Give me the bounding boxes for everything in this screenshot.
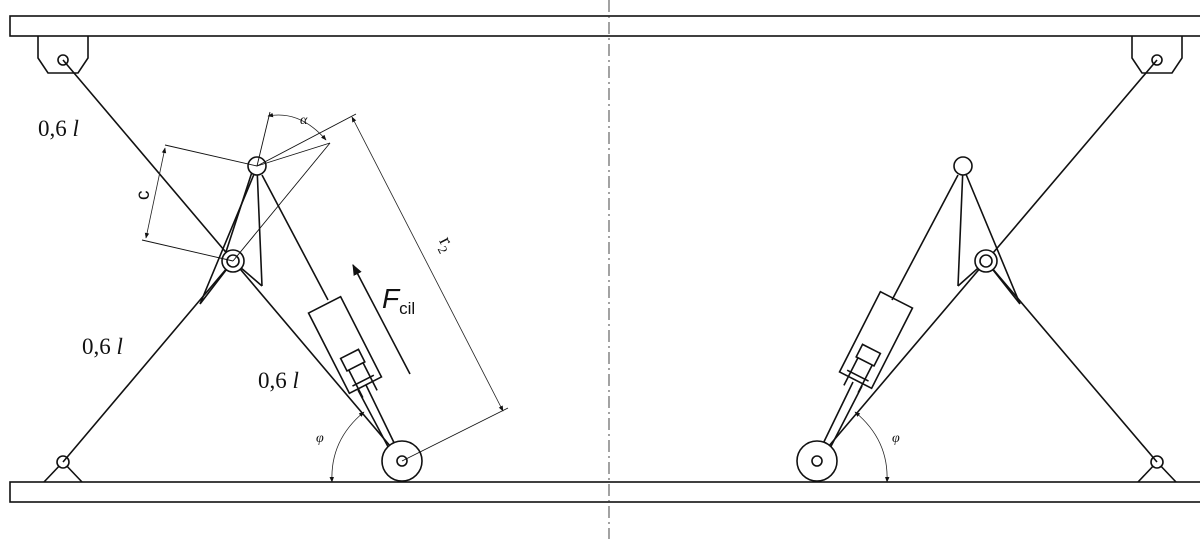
right-cylinder-rod-lower: [818, 381, 854, 453]
center-pivot-inner: [226, 254, 240, 268]
hydraulic-cylinder: [307, 295, 383, 399]
label-len-top: 0,6 l: [38, 116, 79, 141]
label-c: c: [133, 191, 154, 201]
r2-ext-bottom: [401, 407, 509, 462]
label-alpha: α: [300, 113, 308, 128]
construction-line-1: [256, 142, 331, 167]
label-len-mid: 0,6 l: [82, 334, 123, 359]
top-right-pin: [1151, 54, 1163, 66]
label-phi-right: φ: [892, 431, 900, 446]
construction-line-5: [141, 239, 234, 262]
label-len-bottom: 0,6 l: [258, 368, 299, 393]
arm-right-bottom-to-pivot: [985, 260, 1158, 463]
construction-line-3: [256, 111, 271, 167]
phi-arc-left: [329, 411, 365, 483]
right-cylinder-rod-lower-2: [825, 385, 863, 457]
r2-ext-top: [256, 113, 357, 167]
top-right-bracket: [1131, 36, 1183, 74]
arm-bottom-to-pivot: [62, 260, 234, 463]
right-roller-outer: [796, 440, 838, 482]
right-hydraulic-cylinder: [838, 290, 914, 394]
label-phi-left: φ: [316, 431, 324, 446]
cylinder-rod-upper: [261, 174, 329, 301]
left-mechanism: 0,6 l 0,6 l 0,6 l c α r2 Fcil φ: [37, 36, 509, 483]
top-platform: [9, 15, 1200, 37]
top-left-bracket: [37, 36, 89, 74]
left-roller-inner: [396, 455, 408, 467]
top-left-pin: [57, 54, 69, 66]
lever-edge: [223, 171, 253, 259]
right-center-pivot-outer: [974, 249, 998, 273]
c-dimension-line: [144, 147, 167, 239]
label-r2: r2: [432, 233, 460, 256]
right-mechanism: φ: [796, 36, 1183, 483]
right-cylinder-rod-upper: [891, 174, 959, 301]
force-arrow: [352, 264, 411, 375]
alpha-arc: [267, 112, 327, 141]
phi-arc-right: [854, 411, 890, 483]
construction-line-2: [232, 142, 331, 262]
right-roller-inner: [811, 455, 823, 467]
right-lever-top-joint: [953, 156, 973, 176]
construction-line-4: [164, 144, 258, 167]
right-center-pivot-inner: [979, 254, 993, 268]
bottom-platform: [9, 481, 1200, 503]
r2-dimension-line: [351, 116, 504, 412]
label-force: Fcil: [382, 283, 415, 318]
